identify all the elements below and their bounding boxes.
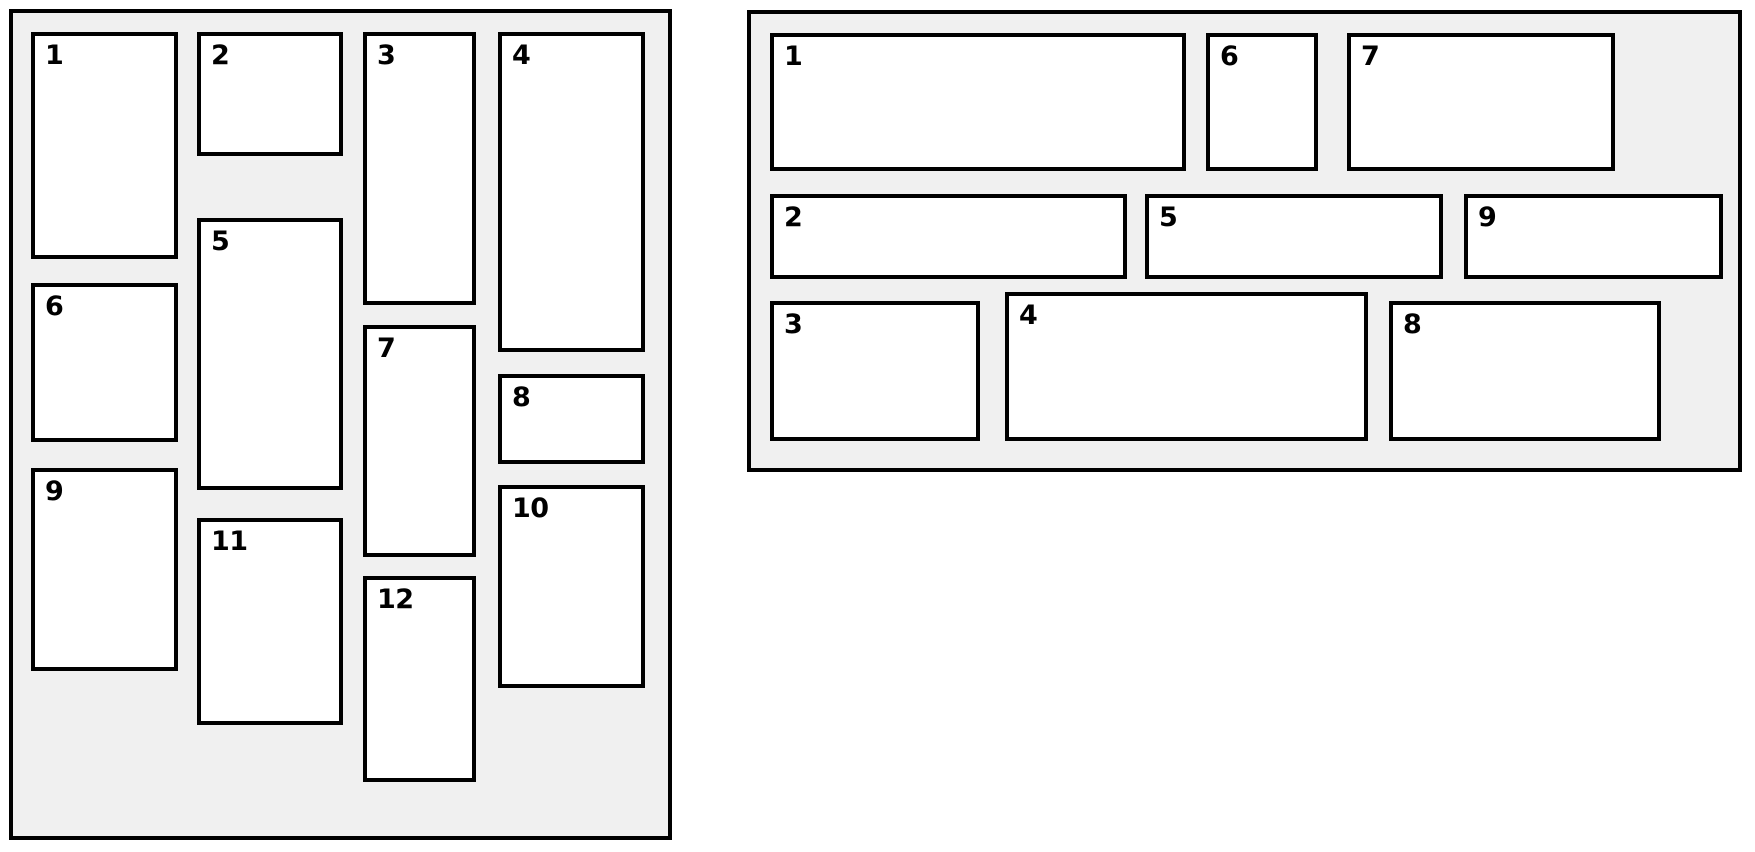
cell-label: 12 — [377, 584, 414, 615]
left-panel-cell-8[interactable]: 8 — [498, 374, 645, 464]
cell-label: 9 — [45, 476, 64, 507]
right-panel-cell-5[interactable]: 5 — [1145, 194, 1443, 279]
cell-label: 7 — [1361, 41, 1380, 72]
right-panel-cell-7[interactable]: 7 — [1347, 33, 1615, 171]
cell-label: 9 — [1478, 202, 1497, 233]
left-panel-cell-9[interactable]: 9 — [31, 468, 178, 671]
right-panel-cell-2[interactable]: 2 — [770, 194, 1127, 279]
right-panel-cell-9[interactable]: 9 — [1464, 194, 1723, 279]
cell-label: 7 — [377, 333, 396, 364]
left-panel-cell-4[interactable]: 4 — [498, 32, 645, 352]
cell-label: 4 — [1019, 300, 1038, 331]
right-panel-cell-6[interactable]: 6 — [1206, 33, 1318, 171]
cell-label: 5 — [211, 226, 230, 257]
right-panel-cell-4[interactable]: 4 — [1005, 292, 1368, 441]
cell-label: 8 — [1403, 309, 1422, 340]
cell-label: 2 — [784, 202, 803, 233]
right-panel-cell-1[interactable]: 1 — [770, 33, 1186, 171]
left-panel-cell-2[interactable]: 2 — [197, 32, 343, 156]
left-panel-cell-10[interactable]: 10 — [498, 485, 645, 688]
left-panel-cell-3[interactable]: 3 — [363, 32, 476, 305]
cell-label: 11 — [211, 526, 248, 557]
cell-label: 2 — [211, 40, 230, 71]
cell-label: 3 — [784, 309, 803, 340]
left-panel-cell-6[interactable]: 6 — [31, 283, 178, 442]
cell-label: 1 — [45, 40, 64, 71]
cell-label: 5 — [1159, 202, 1178, 233]
cell-label: 6 — [45, 291, 64, 322]
cell-label: 4 — [512, 40, 531, 71]
right-panel-cell-3[interactable]: 3 — [770, 301, 980, 441]
cell-label: 6 — [1220, 41, 1239, 72]
left-panel-cell-7[interactable]: 7 — [363, 325, 476, 557]
left-panel-cell-11[interactable]: 11 — [197, 518, 343, 725]
cell-label: 8 — [512, 382, 531, 413]
cell-label: 3 — [377, 40, 396, 71]
left-panel-cell-1[interactable]: 1 — [31, 32, 178, 259]
left-panel-cell-12[interactable]: 12 — [363, 576, 476, 782]
right-panel-cell-8[interactable]: 8 — [1389, 301, 1661, 441]
left-panel-cell-5[interactable]: 5 — [197, 218, 343, 490]
cell-label: 10 — [512, 493, 549, 524]
cell-label: 1 — [784, 41, 803, 72]
